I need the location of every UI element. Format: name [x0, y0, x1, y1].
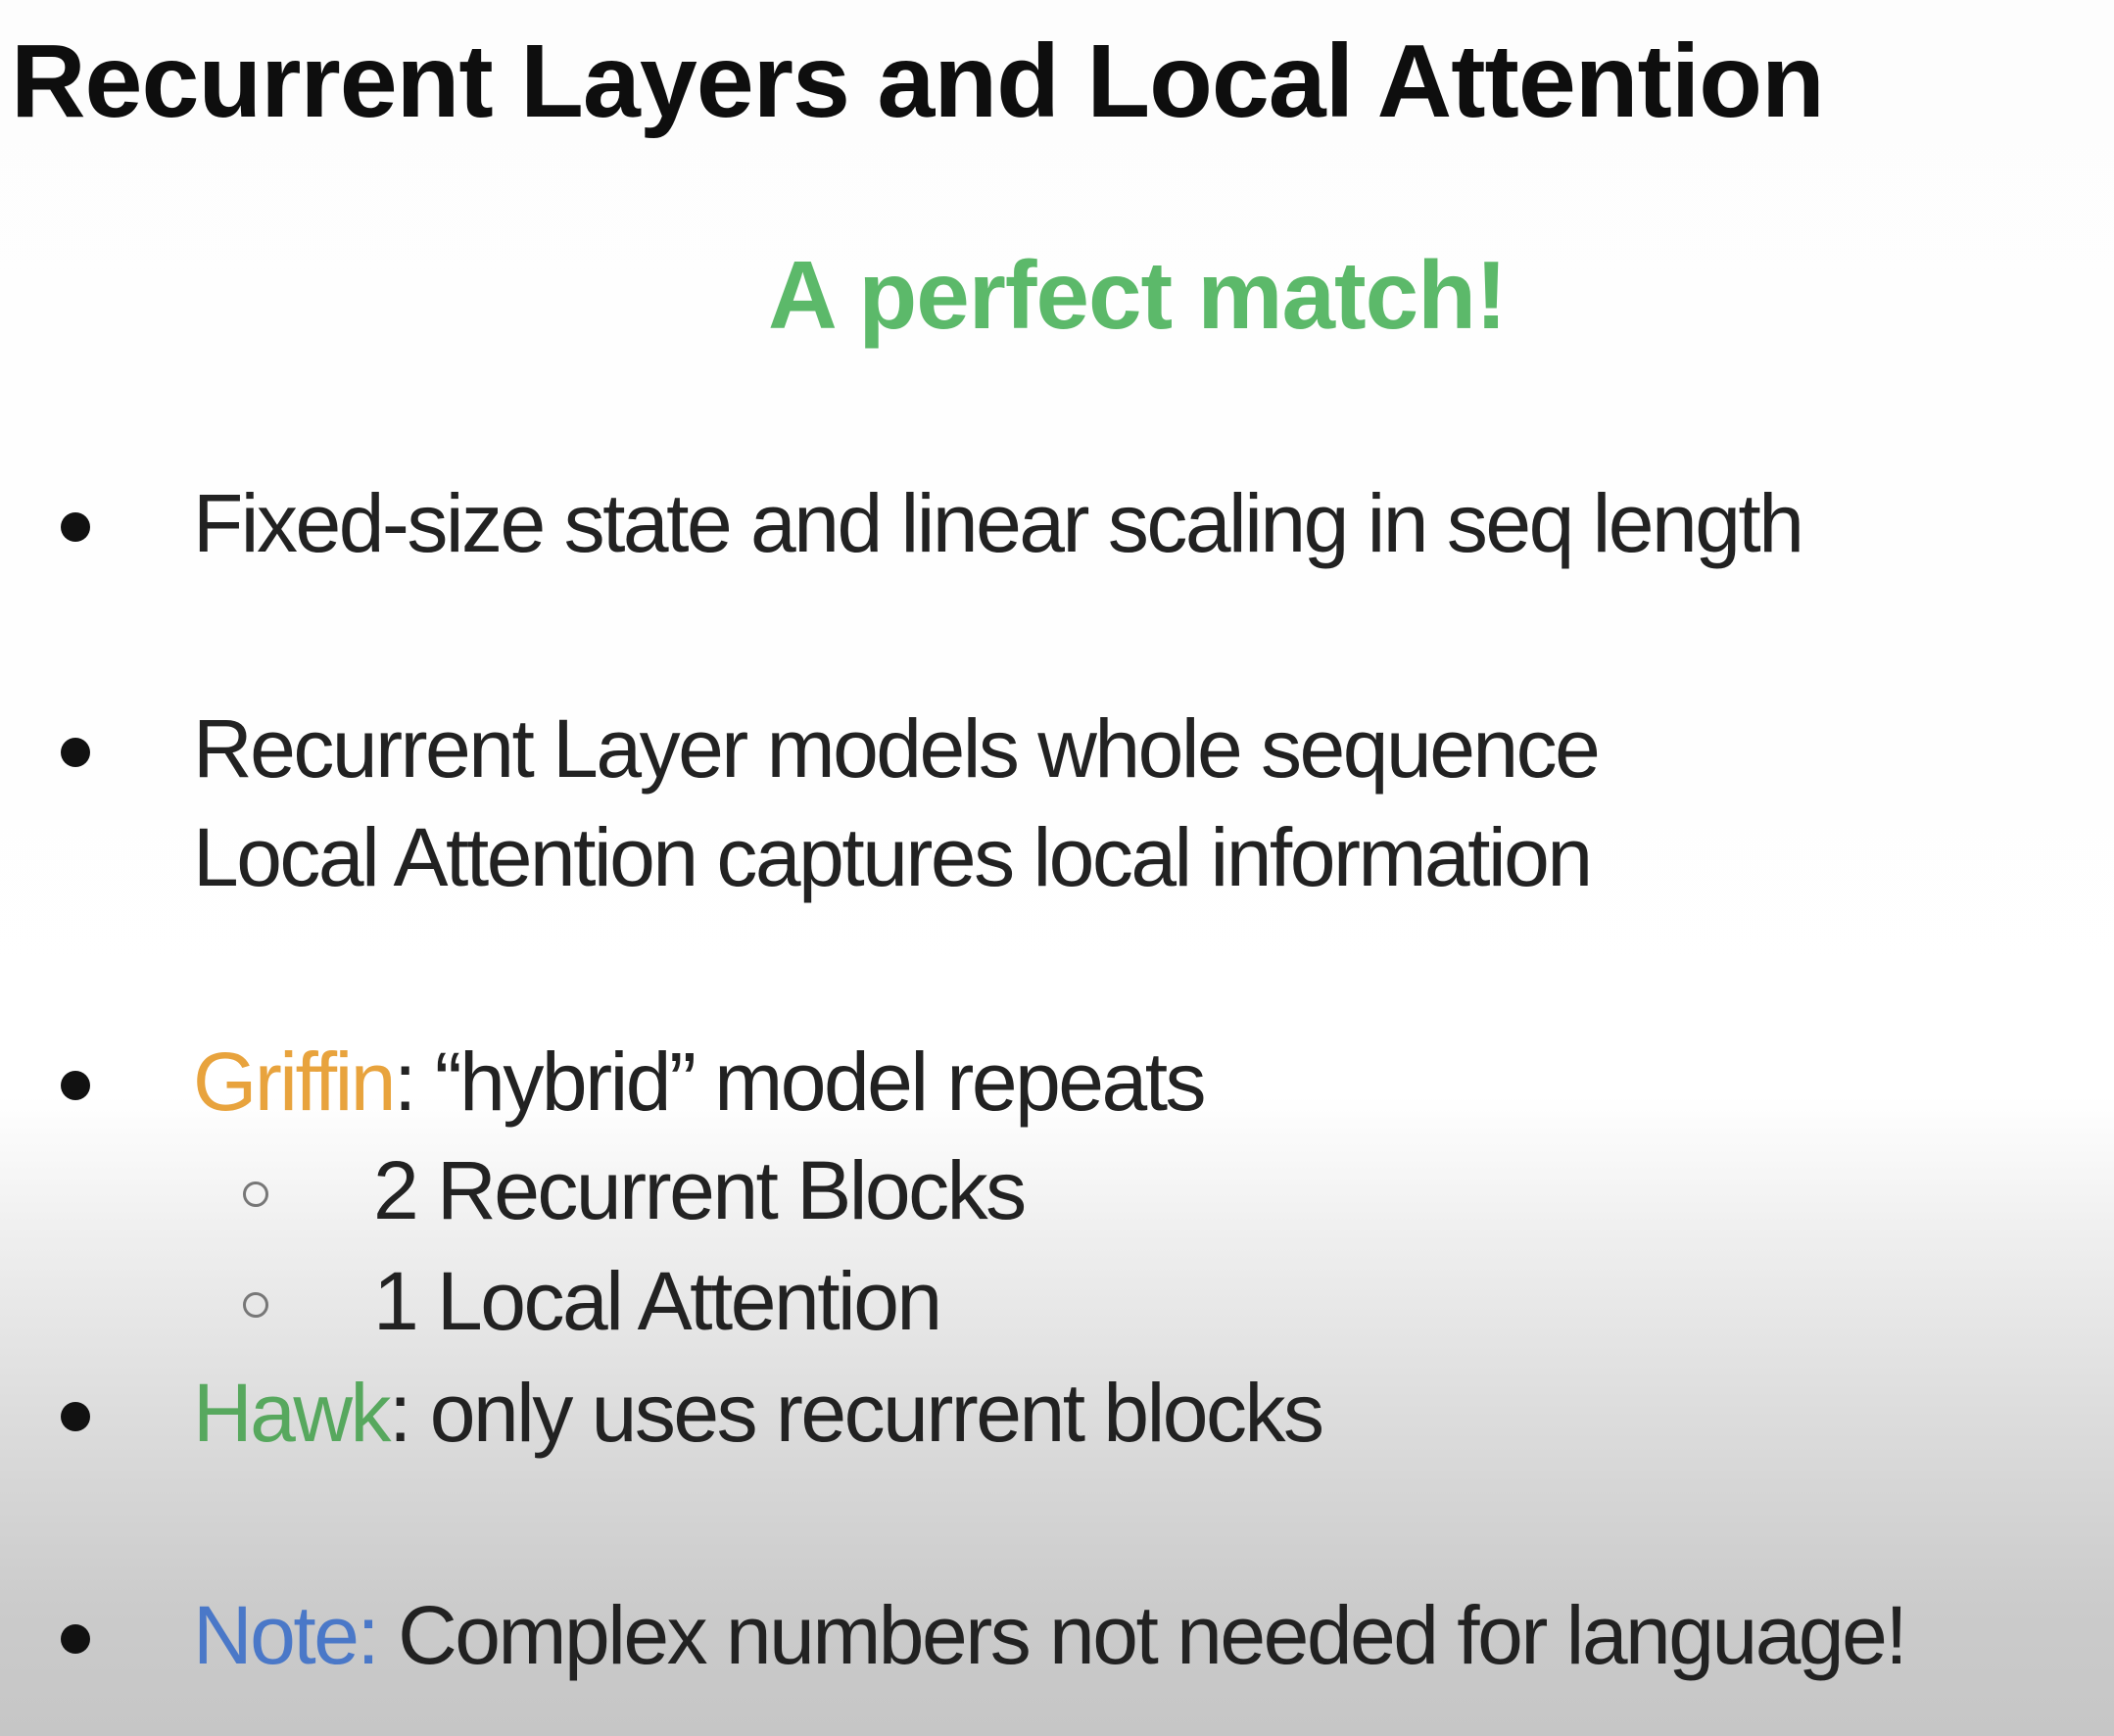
sub-bullet-recurrent-blocks: 2 Recurrent Blocks: [373, 1144, 1027, 1236]
bullet-icon: [61, 1402, 90, 1431]
bullet-icon: [61, 1624, 90, 1654]
bullet-note: Note: Complex numbers not needed for lan…: [193, 1594, 1908, 1676]
bullet-recurrent-layer: Recurrent Layer models whole sequence: [193, 702, 1601, 795]
bullet-icon: [61, 738, 90, 767]
griffin-highlight: Griffin: [193, 1036, 397, 1128]
slide-title: Recurrent Layers and Local Attention: [11, 24, 1825, 139]
hawk-highlight: Hawk: [193, 1367, 392, 1459]
sub-bullet-local-attention: 1 Local Attention: [373, 1255, 942, 1347]
bullet-icon: [61, 1071, 90, 1100]
note-highlight: Note:: [193, 1589, 380, 1681]
bullet-hawk: Hawk: only uses recurrent blocks: [193, 1372, 1324, 1454]
sub-bullet-circle-icon: [243, 1181, 268, 1207]
sub-bullet-circle-icon: [243, 1292, 268, 1318]
slide-subtitle: A perfect match!: [768, 241, 1508, 349]
bullet-icon: [61, 512, 90, 542]
bullet-griffin: Griffin: “hybrid” model repeats: [193, 1040, 1207, 1123]
bullet-fixed-size-state: Fixed-size state and linear scaling in s…: [193, 477, 1804, 569]
note-text: Complex numbers not needed for language!: [377, 1589, 1908, 1681]
griffin-text: : “hybrid” model repeats: [394, 1036, 1207, 1128]
bullet-local-attention: Local Attention captures local informati…: [193, 811, 1593, 903]
hawk-text: : only uses recurrent blocks: [389, 1367, 1324, 1459]
